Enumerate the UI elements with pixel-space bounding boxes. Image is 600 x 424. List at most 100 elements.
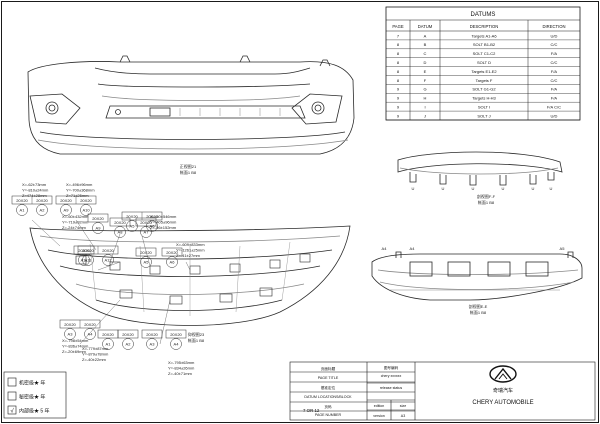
datums-cell-8-0: 9 <box>397 105 400 110</box>
circle-tag-size: 20X20 <box>114 220 126 225</box>
datum-tag-size: 20X20 <box>126 214 138 219</box>
page-number-cn: 页码 <box>324 404 332 409</box>
circle-tag-size: 20X20 <box>102 332 114 337</box>
datum-tag-size: 20X20 <box>16 198 28 203</box>
circle-tag-size: 20X20 <box>146 332 158 337</box>
datum-coordinate: Z=-20±69mm <box>62 349 87 354</box>
section-e-label: 剖视图E-E <box>469 303 488 309</box>
circle-tag-id: A8 <box>118 230 124 235</box>
circle-tag-size: 20X20 <box>140 220 152 225</box>
datum-tag-id: A2 <box>40 208 46 213</box>
datums-cell-3-0: 8 <box>397 60 400 65</box>
section-e-mark: A4 <box>382 246 388 251</box>
datum-coordinate: Y=-1261±25mm <box>176 248 205 253</box>
datum-tag-id: A5 <box>130 224 136 229</box>
datums-cell-9-3: U/D <box>551 113 558 118</box>
legend-text: 内部级★ 5 年 <box>19 408 50 415</box>
front-view-label: 正视图21 <box>180 163 197 169</box>
datums-cell-6-1: G <box>423 87 426 92</box>
section-mark: U <box>532 186 535 191</box>
datums-cell-4-1: E <box>424 69 427 74</box>
datum-coordinate: Y=-700±368mm <box>66 188 95 193</box>
datums-cell-4-0: 8 <box>397 69 400 74</box>
section-mark: U <box>412 186 415 191</box>
section-mark: U <box>472 186 475 191</box>
datums-cell-2-2: SOLT C1-C2 <box>473 51 497 56</box>
datums-cell-2-1: C <box>424 51 427 56</box>
datum-tag-id: A12 <box>104 258 112 263</box>
datums-cell-3-3: C/C <box>551 60 558 65</box>
datum-coordinate: Z=-40±22mm <box>82 357 107 362</box>
datums-cell-6-3: F/A <box>551 87 558 92</box>
datums-cell-1-3: C/C <box>551 42 558 47</box>
datum-coordinate: Y=-810±24mm <box>22 188 49 193</box>
datums-cell-7-3: F/A <box>551 96 558 101</box>
datums-cell-2-0: 8 <box>397 51 400 56</box>
title-block <box>289 361 596 421</box>
company-cn: 奇瑞汽车 <box>493 387 513 394</box>
datum-coordinate: X=-60±432mm <box>62 214 89 219</box>
datum-coordinate: X=-62±73mm <box>22 182 47 187</box>
datums-cell-5-2: Targets F <box>476 78 493 83</box>
datum-tag-size: 20X20 <box>36 198 48 203</box>
title-en: PAGE TITLE <box>318 376 339 380</box>
datum-cn: 基准定位 <box>321 385 336 390</box>
datums-header-description: DESCRIPTION <box>470 24 499 29</box>
datum-coordinate: Z=-56±152mm <box>150 225 177 230</box>
datums-cell-6-2: SOLT G1-G2 <box>472 87 496 92</box>
datum-coordinate: Z=474±28mm <box>22 193 47 198</box>
section-e-mark: A5 <box>560 246 566 251</box>
chery-logo-icon <box>489 365 517 383</box>
section-f-label: 剖视图F-F <box>477 193 496 199</box>
datums-cell-6-0: 9 <box>397 87 400 92</box>
circle-tag-size: 20X20 <box>122 332 134 337</box>
datums-cell-1-1: B <box>424 42 427 47</box>
datum-coordinate: Y=-834±26mm <box>168 366 195 371</box>
release-label: release status <box>380 386 403 390</box>
legend-text: 秘密级★ 年 <box>19 394 45 401</box>
datum-tag-id: A11 <box>85 258 93 263</box>
datums-cell-8-3: F/A C/C <box>547 105 561 110</box>
datum-coordinate: X=-779±87mm <box>82 346 109 351</box>
datums-cell-0-1: A <box>424 33 427 38</box>
page-value: 7 OR 12 <box>303 408 320 413</box>
datums-table: DATUMS PAGE DATUM DESCRIPTION DIRECTION … <box>385 6 581 121</box>
datums-cell-1-0: 8 <box>397 42 400 47</box>
front-view-scale: 帐面1 B8 <box>180 169 197 175</box>
status-cn: 图号编码 <box>384 365 399 370</box>
version-label: version <box>373 414 385 418</box>
legend-text: 机密级★ 年 <box>19 380 45 387</box>
datum-coordinate: Y=-836±74mm <box>62 344 89 349</box>
circle-tag-id: A2 <box>126 342 132 347</box>
datum-coordinate: X=-60±546mm <box>150 214 177 219</box>
legend-row: √ 内部级★ 5 年 <box>7 405 50 415</box>
datum-coordinate: X=-795±63mm <box>168 360 195 365</box>
datums-cell-3-1: D <box>424 60 427 65</box>
title-cn: 页面标题 <box>321 366 336 371</box>
circle-tag-id: A3 <box>150 342 156 347</box>
datum-tag-size: 20X20 <box>146 214 158 219</box>
legend-checkbox-mark: √ <box>10 408 14 415</box>
datum-coordinate: Z=71±25mm <box>66 193 89 198</box>
bottom-view-label: 仰视图23 <box>188 331 205 337</box>
datum-tag-id: A9 <box>64 208 70 213</box>
datum-coordinate: X=-496±96mm <box>66 182 93 187</box>
section-f-view <box>397 151 563 186</box>
circle-tag-id: A9 <box>96 226 102 231</box>
page-number-en: PAGE NUMBER <box>315 413 342 417</box>
datums-cell-5-1: F <box>424 78 427 83</box>
datum-coordinate: Y=-719±92mm <box>62 220 89 225</box>
datum-coordinate: X=-798±54mm <box>62 338 89 343</box>
datums-cell-4-3: F/A <box>551 69 558 74</box>
